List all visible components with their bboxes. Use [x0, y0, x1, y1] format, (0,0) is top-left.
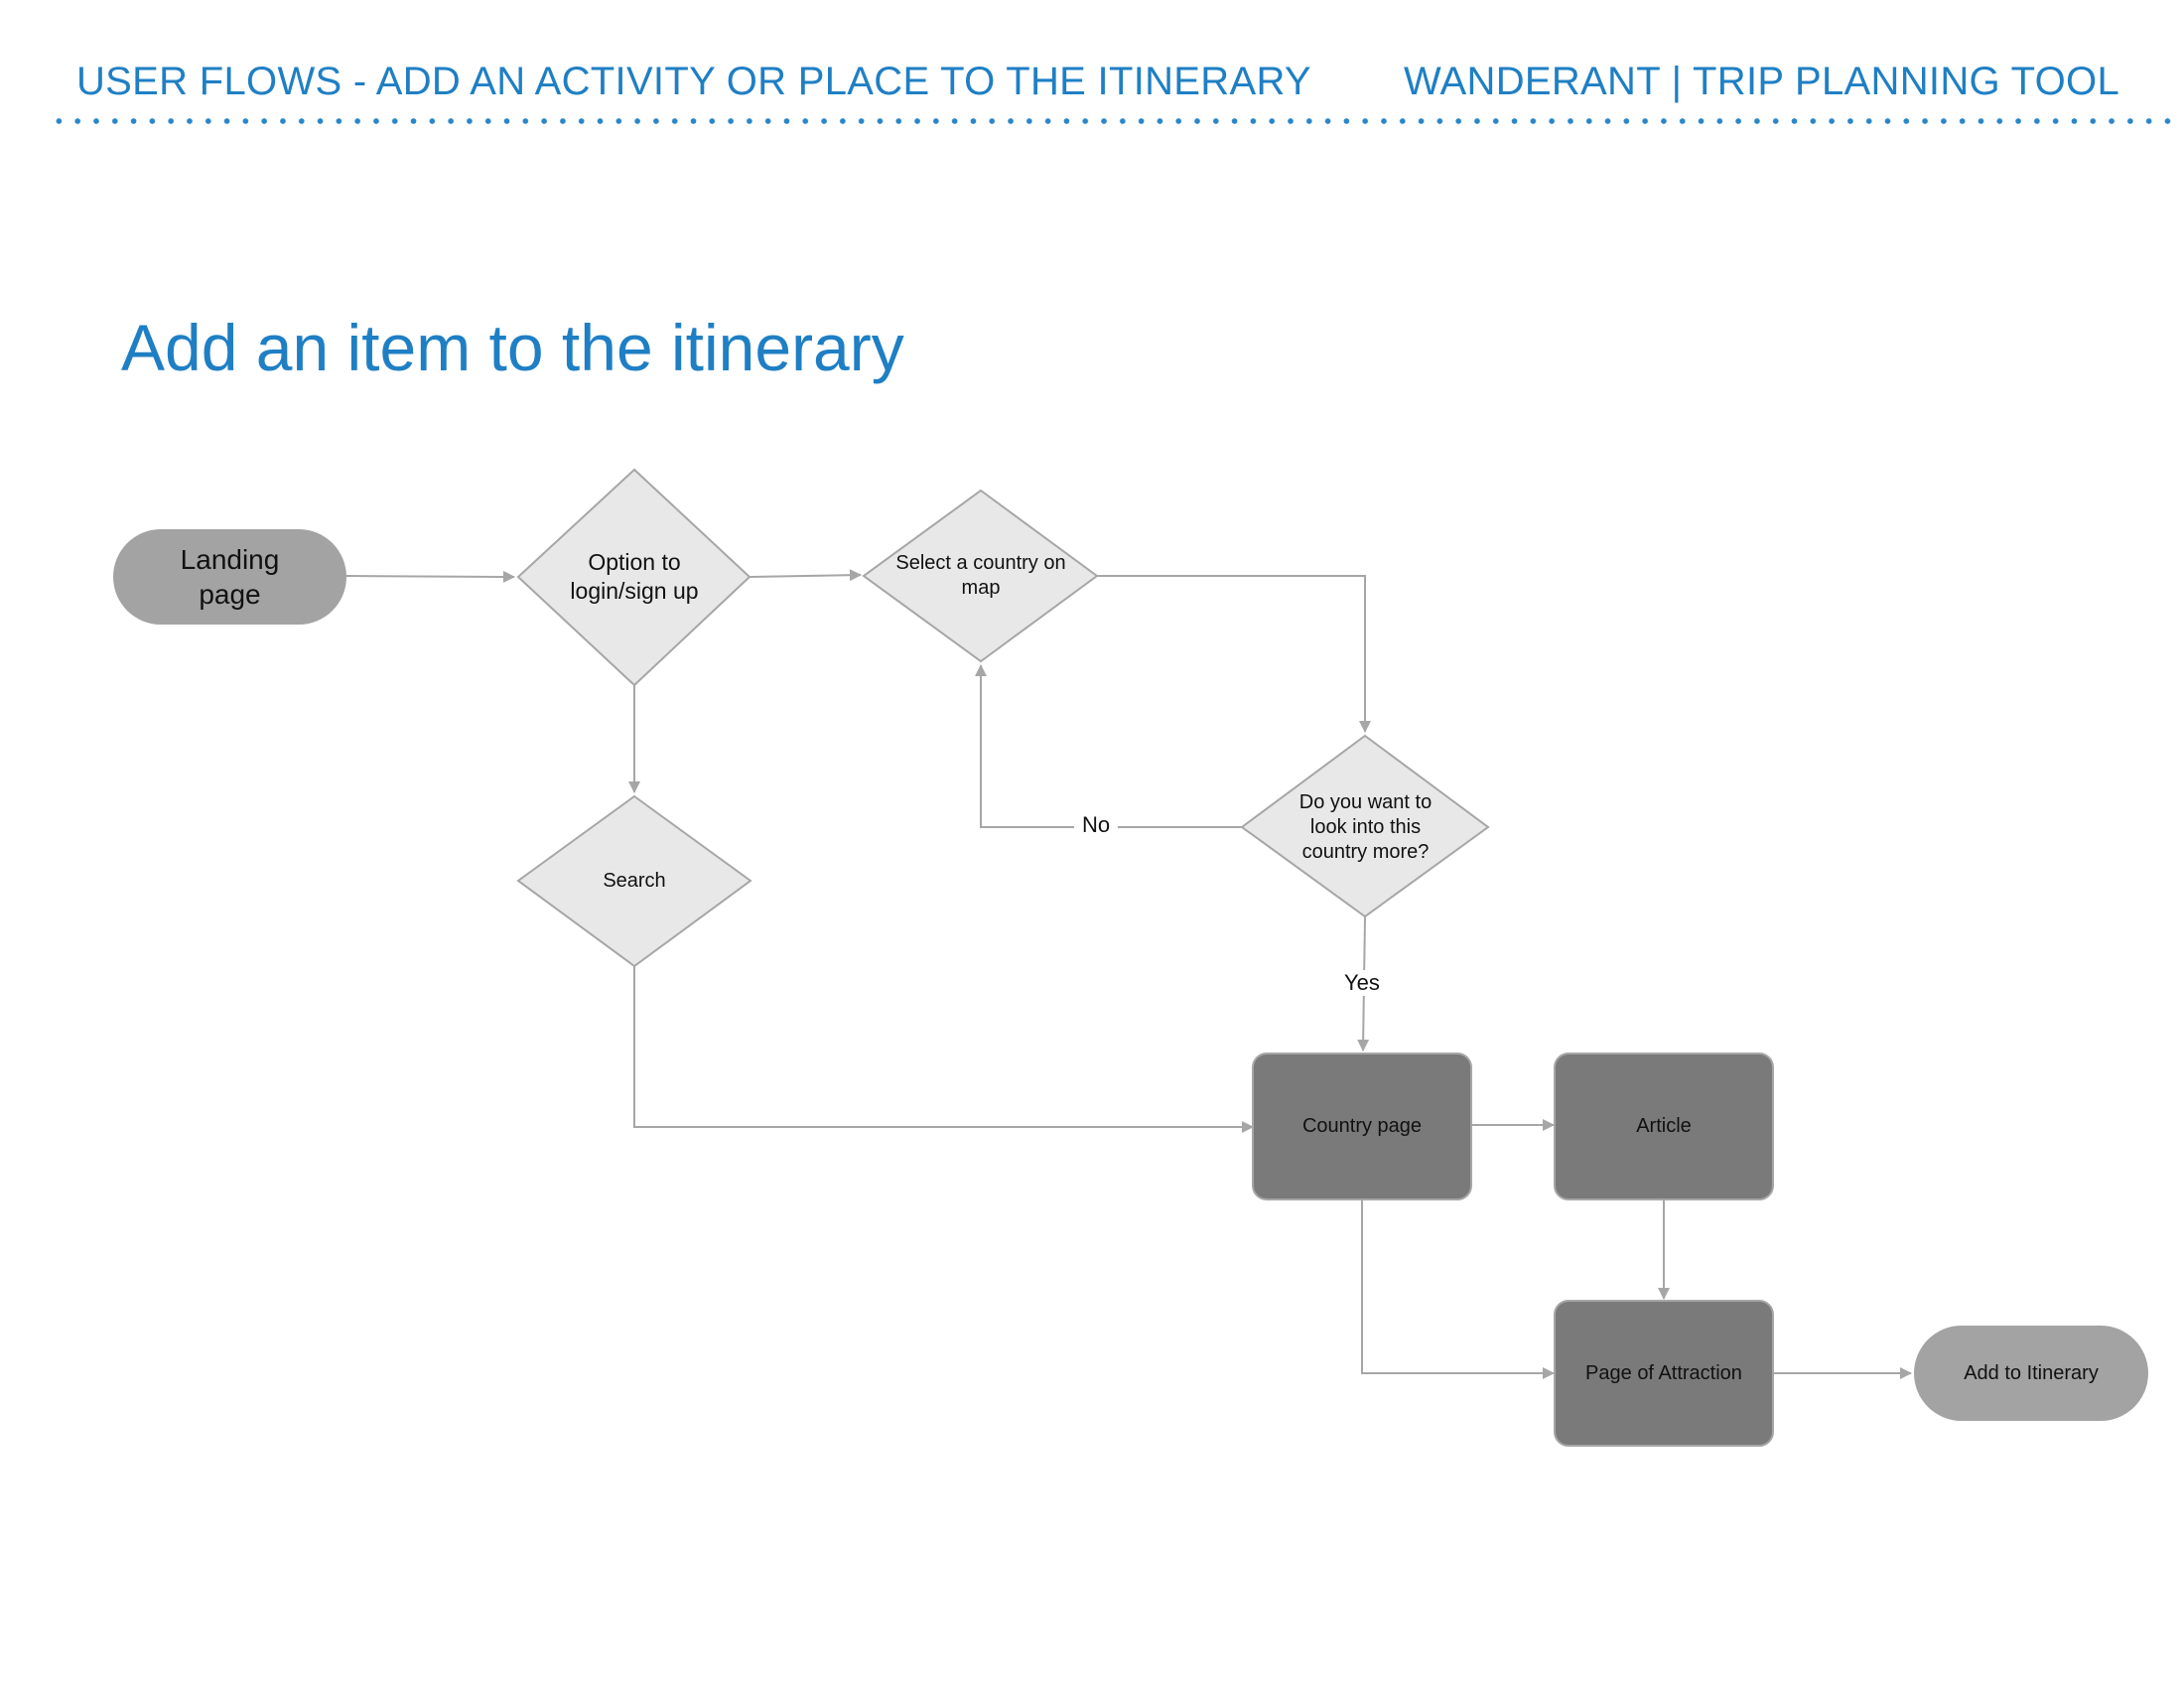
edge-select-country-to-look-more: [1097, 575, 1371, 733]
landing-page-label: Landing page: [180, 544, 280, 610]
header-right-title: WANDERANT | TRIP PLANNING TOOL: [1403, 60, 2119, 103]
add-itinerary-terminal: [1914, 1326, 2148, 1421]
attraction-label: Page of Attraction: [1585, 1361, 1742, 1384]
edge-landing-to-login: [345, 570, 515, 583]
article-box: [1554, 1053, 1774, 1200]
edge-login-to-select-country: [749, 569, 862, 582]
select-country-decision-diamond: [862, 489, 1099, 663]
article-label: Article: [1636, 1115, 1692, 1137]
edge-look-more-no-to-select-country: [975, 664, 1242, 828]
country-page-box: [1252, 1053, 1472, 1200]
edge-search-to-country-page: [633, 966, 1254, 1133]
look-more-label: Do you want to look into this country mo…: [1298, 790, 1433, 863]
edge-label-yes: Yes: [1336, 970, 1388, 996]
page-title: Add an item to the itinerary: [121, 311, 904, 384]
look-more-decision-diamond: [1240, 734, 1490, 918]
header-dotted-divider: [50, 117, 2179, 125]
edge-country-page-to-attraction: [1361, 1199, 1555, 1379]
login-decision-diamond: [516, 468, 751, 687]
search-label: Search: [603, 869, 666, 892]
login-label: Option to login/sign up: [570, 549, 699, 604]
add-itinerary-label: Add to Itinerary: [1964, 1361, 2099, 1384]
edge-label-no: No: [1074, 812, 1119, 838]
header-left-title: USER FLOWS - ADD AN ACTIVITY OR PLACE TO…: [76, 60, 1311, 103]
country-page-label: Country page: [1301, 1115, 1423, 1137]
landing-page-terminal: [113, 529, 346, 625]
search-decision-diamond: [516, 794, 752, 968]
select-country-label: Select a country on map: [895, 552, 1066, 599]
attraction-box: [1554, 1300, 1774, 1447]
